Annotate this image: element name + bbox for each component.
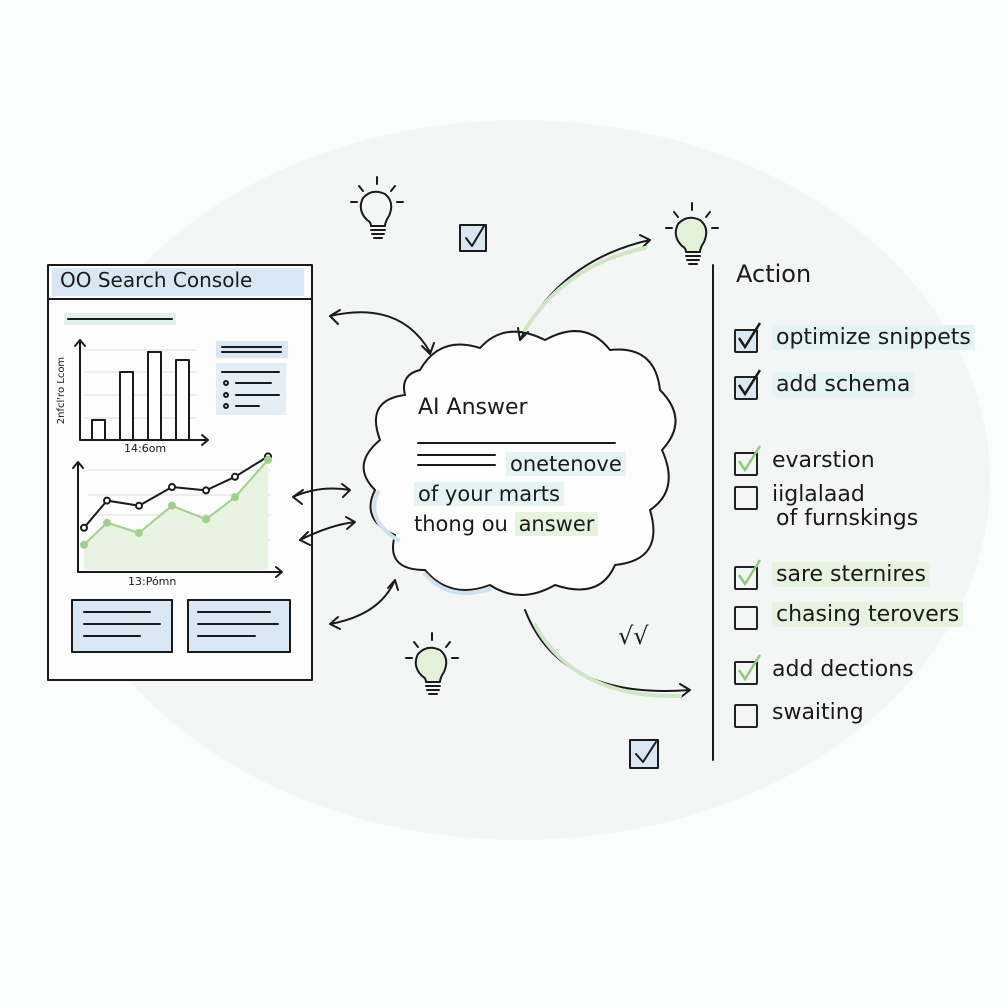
line-area xyxy=(84,459,268,570)
data-point xyxy=(231,493,239,502)
data-point xyxy=(135,528,143,537)
line-chart xyxy=(80,452,272,570)
data-point xyxy=(202,486,210,495)
cloud-answer-highlight: answer xyxy=(514,512,599,536)
data-point xyxy=(264,455,272,464)
data-point xyxy=(103,496,111,505)
action-item-label: add schema xyxy=(772,372,915,397)
action-item-label: swaiting xyxy=(772,700,864,725)
action-item-label: evarstion xyxy=(772,448,875,473)
check-icon xyxy=(737,445,762,473)
bar xyxy=(147,351,162,441)
lightbulb-icon xyxy=(665,202,719,265)
check-icon xyxy=(737,369,762,397)
bar-chart xyxy=(91,351,190,441)
action-checkbox[interactable] xyxy=(734,704,758,728)
data-point xyxy=(135,501,143,510)
check-icon xyxy=(737,559,762,587)
checkbox-icon xyxy=(629,739,659,769)
action-checkbox[interactable] xyxy=(734,654,762,685)
lightbulb-icon xyxy=(405,632,459,695)
action-checkbox[interactable] xyxy=(734,445,762,476)
action-item-label: sare sternires xyxy=(772,562,930,587)
action-item-label: iiglalaad xyxy=(772,482,865,507)
line-chart-xlabel: 13:Pómn xyxy=(128,575,177,588)
action-checkbox[interactable] xyxy=(734,322,762,353)
data-point xyxy=(168,483,176,491)
check-icon xyxy=(737,654,762,682)
data-point xyxy=(168,501,176,510)
cloud-line-3: thong ou answer xyxy=(414,512,599,536)
search-console-panel xyxy=(47,264,313,681)
bar-chart-ylabel: 2nfcl'ro Lcom xyxy=(56,356,68,425)
flow-arrows xyxy=(292,234,691,699)
action-item-label-cont: of furnskings xyxy=(776,506,919,531)
action-item-label: chasing terovers xyxy=(772,602,964,627)
action-title: Action xyxy=(736,260,812,288)
action-checkbox[interactable] xyxy=(734,559,762,590)
data-point xyxy=(103,518,111,527)
cloud-line-3a: thong ou xyxy=(414,512,508,536)
bar xyxy=(119,371,134,441)
bar xyxy=(91,419,106,441)
cloud-title: AI Answer xyxy=(418,395,528,420)
checkbox-icon xyxy=(459,224,487,252)
action-checkbox[interactable] xyxy=(734,486,758,510)
lightbulb-icon xyxy=(350,176,404,239)
double-check-mark: √√ xyxy=(618,622,649,650)
data-point xyxy=(231,472,239,481)
action-checkbox[interactable] xyxy=(734,606,758,630)
action-item-label: optimize snippets xyxy=(772,325,975,350)
check-icon xyxy=(737,322,762,350)
bar-chart-xlabel: 14:6om xyxy=(124,442,167,455)
data-point xyxy=(80,523,88,532)
action-checkbox[interactable] xyxy=(734,369,762,400)
cloud-line-2: of your marts xyxy=(414,482,564,506)
bar xyxy=(175,359,190,441)
data-point xyxy=(80,540,88,549)
data-point xyxy=(202,515,210,524)
console-title: OO Search Console xyxy=(60,268,253,292)
action-item-label: add dections xyxy=(772,657,914,682)
cloud-line-1: onetenove xyxy=(506,452,626,476)
